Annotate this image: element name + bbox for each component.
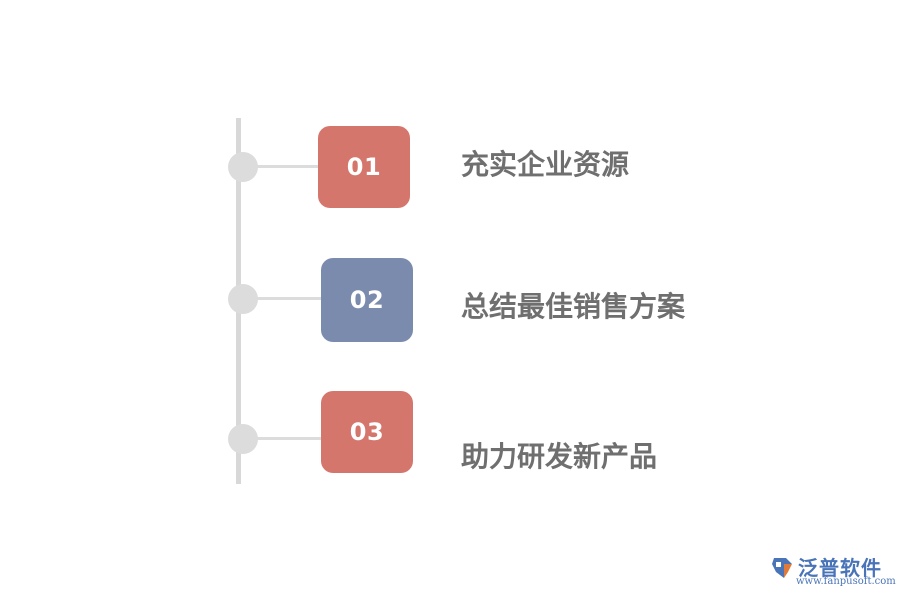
fanpu-logo-icon (772, 558, 792, 578)
brand-logo: 泛普软件 www.fanpusoft.com (768, 552, 896, 592)
step-label-3: 助力研发新产品 (461, 440, 658, 473)
step-badge-2: 02 (321, 258, 413, 342)
brand-name: 泛普软件 (798, 556, 882, 580)
timeline-node (228, 152, 258, 182)
brand-url: www.fanpusoft.com (796, 576, 896, 587)
timeline-connector (255, 165, 323, 168)
step-badge-3: 03 (321, 391, 413, 473)
step-label-2: 总结最佳销售方案 (461, 290, 686, 323)
timeline-connector (255, 437, 323, 440)
step-badge-1: 01 (318, 126, 410, 208)
timeline-connector (255, 297, 323, 300)
timeline-node (228, 424, 258, 454)
step-label-1: 充实企业资源 (461, 148, 630, 181)
timeline-node (228, 284, 258, 314)
timeline-item-2: 02 总结最佳销售方案 (0, 257, 900, 347)
timeline-item-1: 01 充实企业资源 (0, 125, 900, 215)
timeline-item-3: 03 助力研发新产品 (0, 391, 900, 481)
